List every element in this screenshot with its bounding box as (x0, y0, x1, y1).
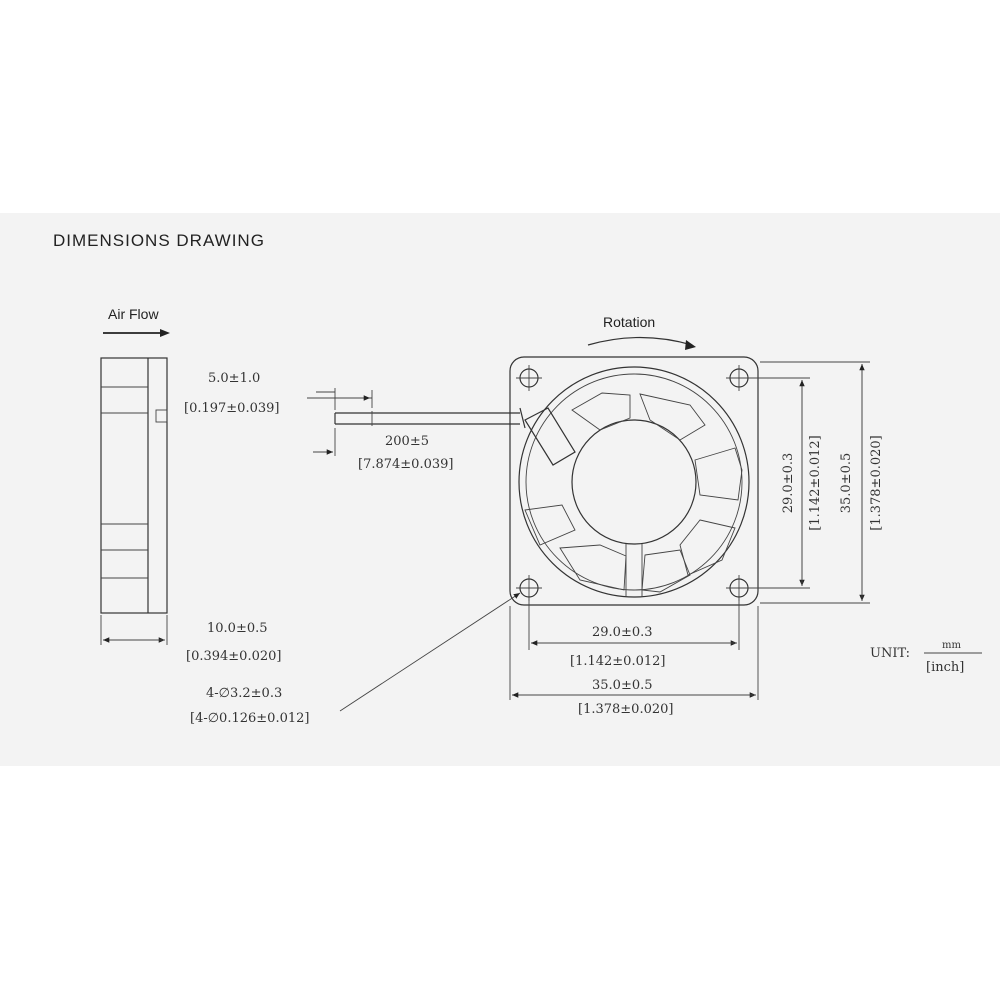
rotation-arrow-icon (587, 336, 696, 350)
lead-length-inch-label: [7.874±0.039] (358, 457, 453, 472)
lead-strip-mm-label: 5.0±1.0 (208, 371, 260, 386)
unit-bottom-label: [inch] (926, 660, 964, 675)
lead-length-mm-label: 200±5 (385, 434, 429, 449)
hole-pitch-v-mm-label: 29.0±0.3 (781, 453, 796, 514)
height-inch-label: [1.378±0.020] (869, 435, 884, 530)
drawing-title: DIMENSIONS DRAWING (53, 231, 265, 250)
hole-mm-label: 4-∅3.2±0.3 (206, 686, 282, 701)
width-mm-label: 35.0±0.5 (592, 678, 653, 693)
hole-inch-label: [4-∅0.126±0.012] (190, 711, 309, 726)
fan-side-view (100, 357, 168, 645)
hole-pitch-v-inch-label: [1.142±0.012] (808, 435, 823, 530)
lead-strip-inch-label: [0.197±0.039] (184, 401, 279, 416)
hole-pitch-h-inch-label: [1.142±0.012] (570, 654, 665, 669)
thickness-mm-label: 10.0±0.5 (207, 621, 268, 636)
air-flow-arrow-icon (103, 329, 170, 337)
unit-label: UNIT: (870, 646, 910, 661)
hole-leader-line (339, 592, 521, 712)
hole-pitch-h-mm-label: 29.0±0.3 (592, 625, 653, 640)
fan-front-view (509, 356, 759, 606)
width-inch-label: [1.378±0.020] (578, 702, 673, 717)
horizontal-dimension-lines (509, 597, 759, 700)
thickness-inch-label: [0.394±0.020] (186, 649, 281, 664)
unit-top-label: mm (942, 640, 961, 651)
height-mm-label: 35.0±0.5 (839, 453, 854, 514)
air-flow-label: Air Flow (108, 306, 159, 322)
rotation-label: Rotation (603, 314, 655, 330)
lead-wires (307, 388, 526, 456)
vertical-dimension-lines (751, 361, 870, 604)
